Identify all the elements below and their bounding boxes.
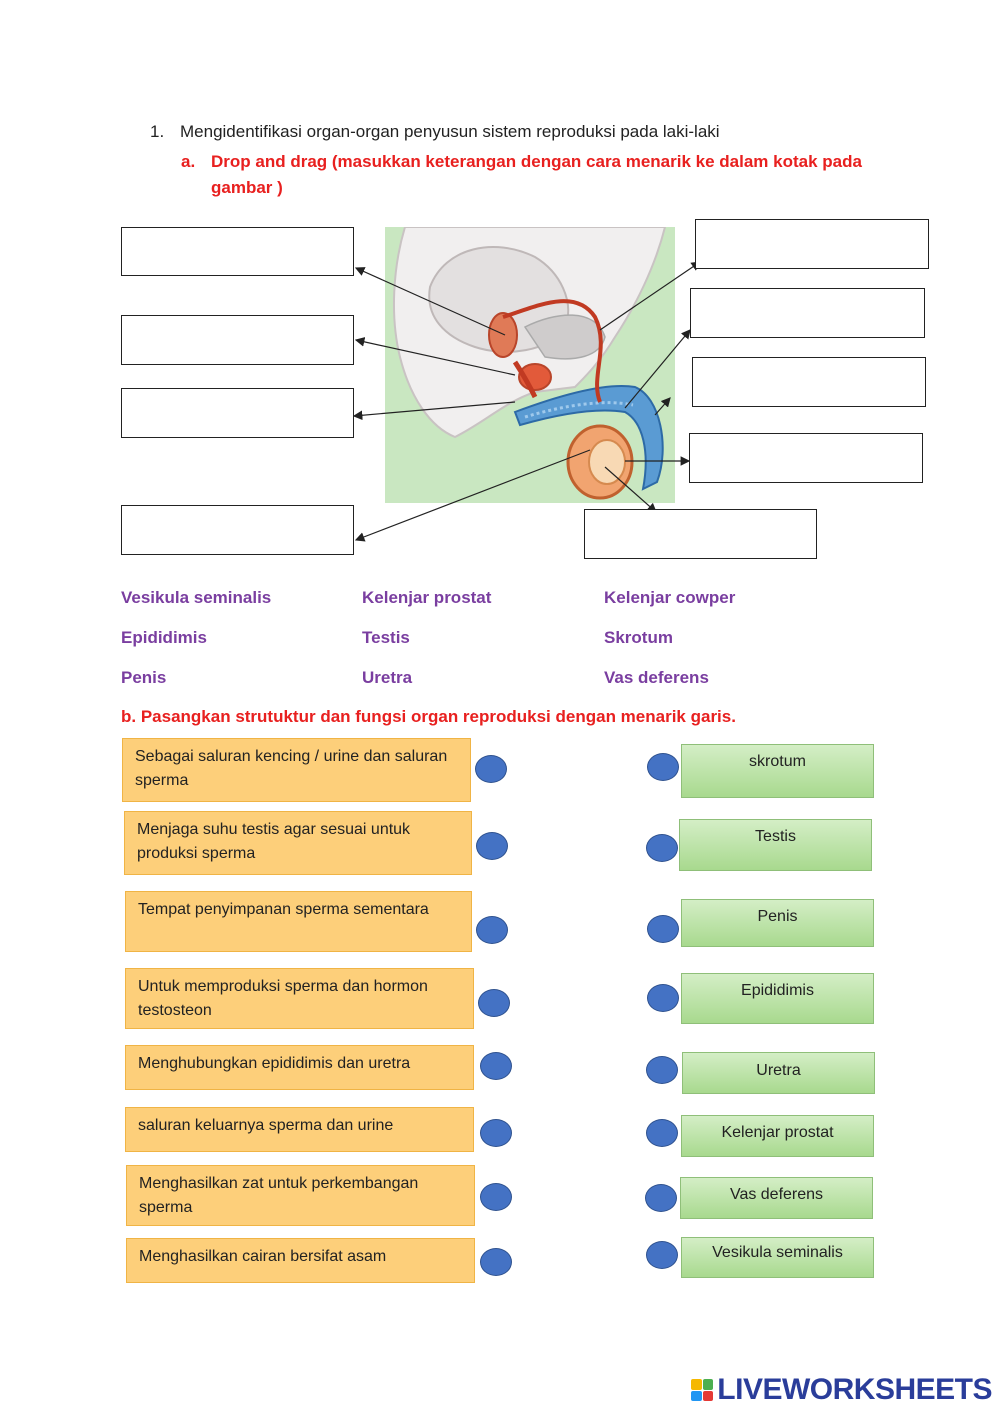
- function-box-6: saluran keluarnya sperma dan urine: [125, 1107, 474, 1152]
- drag-label-vas-deferens[interactable]: Vas deferens: [604, 668, 709, 687]
- right-connector-dot-3[interactable]: [647, 915, 679, 943]
- arrow-5: [599, 261, 701, 331]
- drop-box-3[interactable]: [121, 388, 354, 438]
- drop-box-1[interactable]: [121, 227, 354, 276]
- arrow-4: [354, 449, 591, 542]
- drag-label-vesikula-seminalis[interactable]: Vesikula seminalis: [121, 588, 272, 607]
- organ-box-vas-deferens: Vas deferens: [680, 1177, 873, 1219]
- arrow-7: [654, 397, 671, 416]
- diagram-illustration: [385, 226, 675, 503]
- right-connector-dot-2[interactable]: [646, 834, 678, 862]
- arrow-6: [624, 329, 691, 409]
- right-connector-dot-1[interactable]: [647, 753, 679, 781]
- question-title: 1. Mengidentifikasi organ-organ penyusun …: [150, 122, 720, 142]
- right-connector-dot-8[interactable]: [646, 1241, 678, 1269]
- left-connector-dot-4[interactable]: [478, 989, 510, 1017]
- right-connector-dot-5[interactable]: [646, 1056, 678, 1084]
- drag-label-epididimis[interactable]: Epididimis: [121, 628, 207, 647]
- liveworksheets-logo: LIVEWORKSHEETS: [691, 1373, 992, 1407]
- drag-label-penis[interactable]: Penis: [121, 668, 167, 687]
- question-number: 1.: [150, 122, 165, 141]
- organ-box-epididimis: Epididimis: [681, 973, 874, 1024]
- diagram-arrows: [352, 261, 701, 542]
- arrow-3: [352, 401, 516, 421]
- drop-box-2[interactable]: [121, 315, 354, 365]
- function-box-4: Untuk memproduksi sperma dan hormon test…: [125, 968, 474, 1029]
- arrow-1: [354, 267, 506, 336]
- left-connector-dot-3[interactable]: [476, 916, 508, 944]
- function-box-5: Menghubungkan epididimis dan uretra: [125, 1045, 474, 1090]
- left-connector-dot-7[interactable]: [480, 1183, 512, 1211]
- drop-box-9[interactable]: [584, 509, 817, 559]
- part-a-letter: a.: [181, 152, 196, 171]
- drag-label-testis[interactable]: Testis: [362, 628, 410, 647]
- left-connector-dot-8[interactable]: [480, 1248, 512, 1276]
- organ-box-penis: Penis: [681, 899, 874, 947]
- function-box-8: Menghasilkan cairan bersifat asam: [126, 1238, 475, 1283]
- left-connector-dot-6[interactable]: [480, 1119, 512, 1147]
- liveworksheets-logo-icon: [691, 1379, 714, 1401]
- part-a-line2: gambar ): [211, 178, 283, 197]
- drag-label-kelenjar-cowper[interactable]: Kelenjar cowper: [604, 588, 736, 607]
- function-box-1: Sebagai saluran kencing / urine dan salu…: [122, 738, 471, 802]
- right-connector-dot-7[interactable]: [645, 1184, 677, 1212]
- right-connector-dot-6[interactable]: [646, 1119, 678, 1147]
- organ-box-testis: Testis: [679, 819, 872, 871]
- reproductive-system-diagram: [385, 226, 675, 503]
- function-box-3: Tempat penyimpanan sperma sementara: [125, 891, 472, 952]
- drag-label-skrotum[interactable]: Skrotum: [604, 628, 673, 647]
- arrow-2: [354, 337, 516, 376]
- function-box-7: Menghasilkan zat untuk perkembangan sper…: [126, 1165, 475, 1226]
- part-a-instruction: a. Drop and drag (masukkan keterangan den…: [181, 149, 901, 201]
- function-box-2: Menjaga suhu testis agar sesuai untuk pr…: [124, 811, 472, 875]
- drop-box-8[interactable]: [689, 433, 923, 483]
- part-b-instruction: b. Pasangkan strutuktur dan fungsi organ…: [121, 707, 736, 726]
- drag-label-uretra[interactable]: Uretra: [362, 668, 413, 687]
- organ-box-vesikula-seminalis: Vesikula seminalis: [681, 1237, 874, 1278]
- drop-box-4[interactable]: [121, 505, 354, 555]
- liveworksheets-logo-text: LIVEWORKSHEETS: [717, 1373, 992, 1406]
- right-connector-dot-4[interactable]: [647, 984, 679, 1012]
- drag-label-kelenjar-prostat[interactable]: Kelenjar prostat: [362, 588, 492, 607]
- drop-box-6[interactable]: [690, 288, 925, 338]
- left-connector-dot-2[interactable]: [476, 832, 508, 860]
- arrow-9: [604, 466, 657, 513]
- drop-box-7[interactable]: [692, 357, 926, 407]
- organ-box-kelenjar-prostat: Kelenjar prostat: [681, 1115, 874, 1157]
- part-a-line1: Drop and drag (masukkan keterangan denga…: [211, 152, 862, 171]
- drop-box-5[interactable]: [695, 219, 929, 269]
- organ-box-uretra: Uretra: [682, 1052, 875, 1094]
- left-connector-dot-1[interactable]: [475, 755, 507, 783]
- question-text: Mengidentifikasi organ-organ penyusun si…: [180, 122, 720, 141]
- left-connector-dot-5[interactable]: [480, 1052, 512, 1080]
- organ-box-skrotum: skrotum: [681, 744, 874, 798]
